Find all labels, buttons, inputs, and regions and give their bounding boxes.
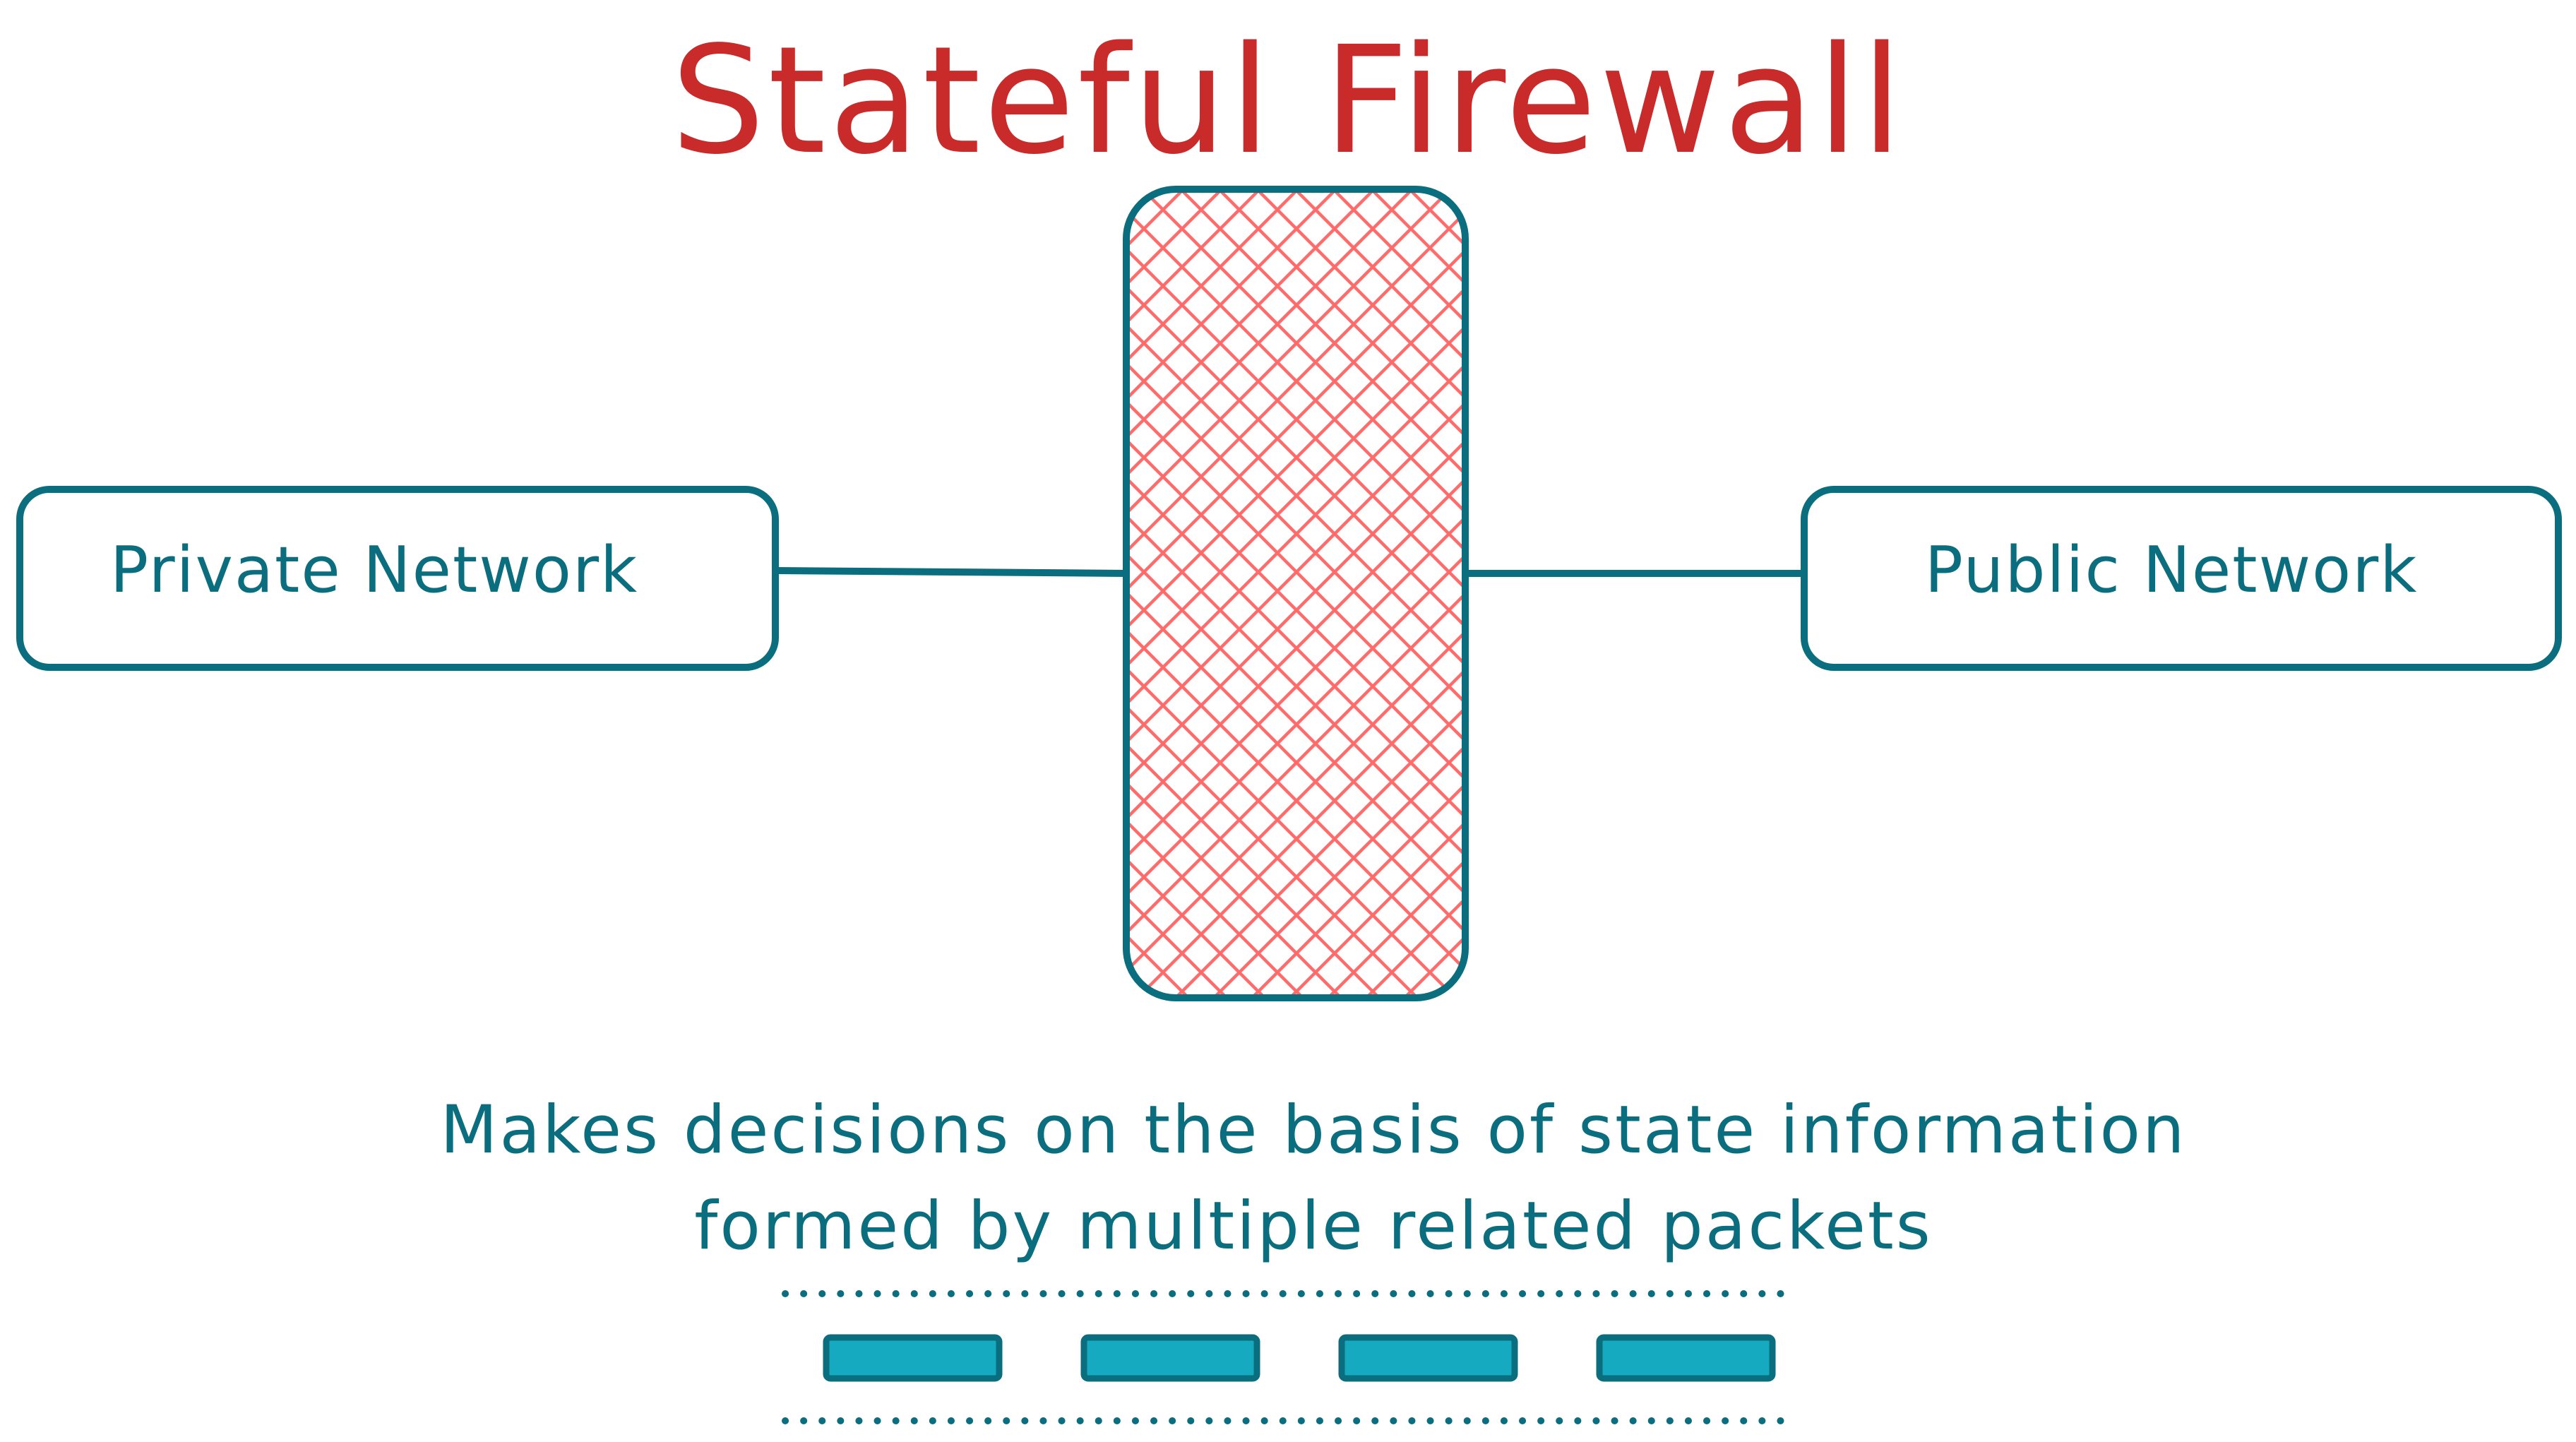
- firewall-block: [1123, 186, 1469, 1001]
- packet-stream: [782, 1290, 1793, 1424]
- firewall-outline: [1123, 186, 1469, 1001]
- private-network-label: Private Network: [110, 533, 638, 607]
- packet-block: [1596, 1334, 1776, 1382]
- packets-group: [823, 1334, 1776, 1382]
- private-network-node: Private Network: [16, 486, 779, 671]
- packet-block: [1080, 1334, 1260, 1382]
- connector-private-firewall: [772, 567, 1130, 577]
- description-line-2: formed by multiple related packets: [694, 1188, 1933, 1265]
- public-network-label: Public Network: [1925, 533, 2419, 607]
- public-network-box: [1801, 486, 2562, 671]
- public-network-node: Public Network: [1801, 486, 2562, 671]
- private-network-box: [16, 486, 779, 671]
- description-line-1: Makes decisions on the basis of state in…: [440, 1092, 2186, 1169]
- packet-block: [823, 1334, 1003, 1382]
- firewall-hatch-fill: [1130, 189, 1465, 998]
- diagram-title: Stateful Firewall: [671, 14, 1905, 187]
- packet-block: [1338, 1334, 1518, 1382]
